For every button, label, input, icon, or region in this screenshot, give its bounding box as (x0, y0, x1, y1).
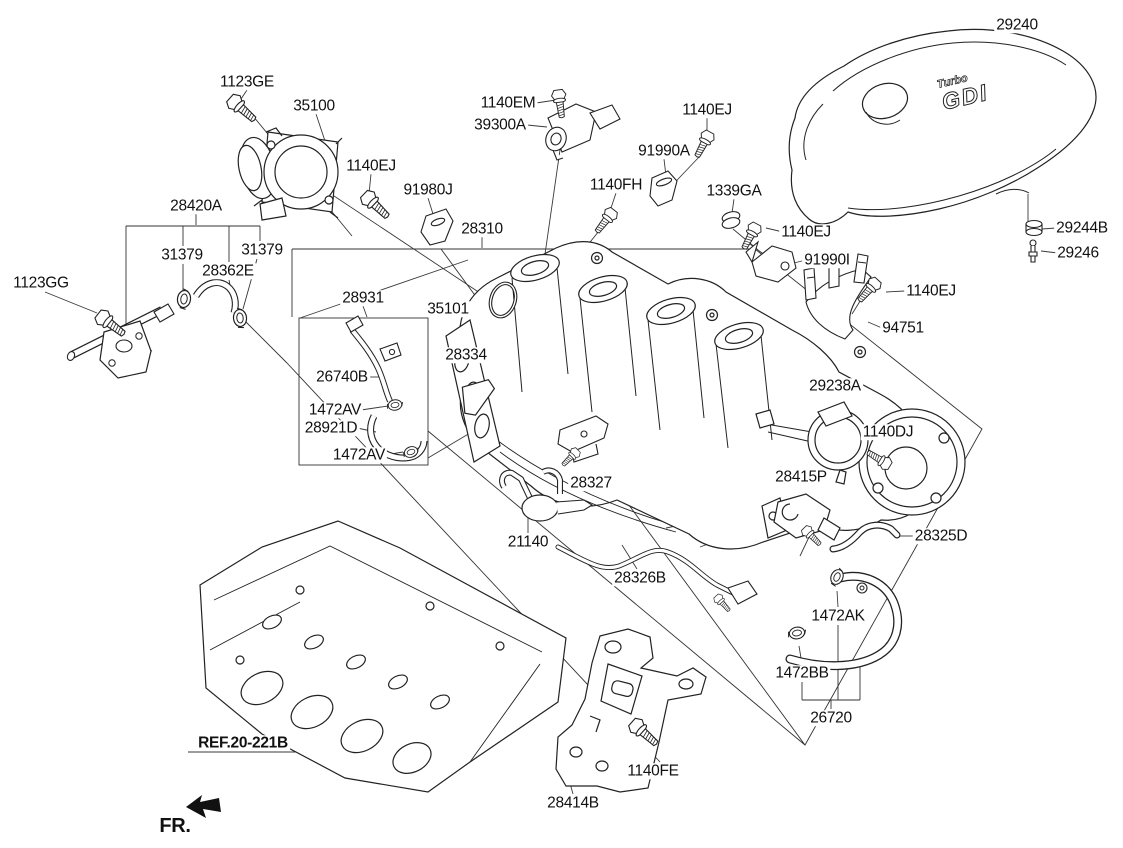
part-label-29244b: 29244B (1054, 219, 1110, 237)
part-label-26740b: 26740B (314, 368, 370, 386)
engine-cover: Turbo GDI (788, 28, 1097, 225)
nipple-assembly-21140 (499, 467, 594, 522)
part-label-29240: 29240 (994, 16, 1040, 34)
part-label-91990a: 91990A (636, 142, 692, 160)
solenoid-28415p (761, 493, 841, 541)
water-pipe-assembly (66, 279, 239, 379)
part-label-28420a: 28420A (168, 197, 224, 215)
grommet-29244b (1025, 219, 1043, 237)
part-label-ref-20-221b: REF.20-221B (196, 734, 290, 752)
part-label-28931: 28931 (340, 289, 386, 307)
part-label-1140ej: 1140EJ (904, 282, 958, 300)
nut-1339ga (721, 211, 741, 229)
part-label-91990i: 91990I (802, 251, 852, 269)
part-label-1140ej: 1140EJ (680, 101, 734, 119)
part-label-fr-: FR. (157, 815, 193, 837)
part-label-1140fe: 1140FE (625, 762, 681, 780)
part-label-31379: 31379 (239, 241, 285, 259)
part-label-1472av: 1472AV (330, 446, 388, 464)
part-label-35100: 35100 (291, 97, 337, 115)
part-label-28326b: 28326B (612, 569, 668, 587)
cylinder-head (199, 520, 567, 793)
part-label-28327: 28327 (568, 474, 614, 492)
part-label-29246: 29246 (1055, 244, 1101, 262)
part-label-1123gg: 1123GG (11, 274, 71, 292)
bracket-91990i (745, 240, 797, 283)
wiring-bracket-28326b (555, 544, 758, 605)
part-label-29238a: 29238A (807, 377, 863, 395)
part-label-28325d: 28325D (912, 527, 970, 545)
part-label-28414b: 28414B (545, 794, 601, 812)
part-label-1140em: 1140EM (478, 94, 538, 112)
part-label-1339ga: 1339GA (704, 182, 764, 200)
hose-28325d (829, 521, 901, 553)
o-ring-inner (489, 282, 517, 318)
throttle-body (237, 127, 343, 221)
fr-direction-arrow (186, 795, 221, 818)
part-label-1140dj: 1140DJ (860, 423, 916, 441)
part-label-1472av: 1472AV (306, 401, 364, 419)
part-label-39300a: 39300A (472, 116, 528, 134)
hose-26720 (785, 571, 903, 671)
part-label-1123ge: 1123GE (218, 73, 276, 91)
part-label-28310: 28310 (459, 220, 505, 238)
part-label-28921d: 28921D (302, 419, 360, 437)
part-label-91980j: 91980J (401, 181, 455, 199)
bracket-91980j (420, 208, 454, 246)
part-label-21140: 21140 (505, 533, 551, 551)
part-label-28415p: 28415P (773, 468, 829, 486)
box-28931 (298, 317, 429, 466)
part-label-1472bb: 1472BB (773, 664, 831, 682)
purge-valve-29238a (755, 401, 869, 485)
pcv-pipe-group (345, 315, 428, 462)
part-label-1140fh: 1140FH (587, 176, 645, 194)
part-label-1472ak: 1472AK (809, 607, 867, 625)
part-label-1140ej: 1140EJ (779, 223, 833, 241)
support-bracket-28414b (555, 628, 707, 793)
pin-29246 (1028, 239, 1038, 263)
part-label-26720: 26720 (808, 709, 854, 727)
part-label-94751: 94751 (880, 319, 926, 337)
part-label-31379: 31379 (159, 246, 205, 264)
part-label-28334: 28334 (443, 346, 489, 364)
part-label-35101: 35101 (425, 300, 471, 318)
part-label-1140ej: 1140EJ (344, 157, 398, 175)
bracket-28327 (557, 415, 609, 463)
bracket-91990a (649, 170, 678, 207)
gasket-28334 (461, 378, 496, 416)
bracket-94751 (803, 253, 872, 340)
part-label-28362e: 28362E (200, 262, 256, 280)
